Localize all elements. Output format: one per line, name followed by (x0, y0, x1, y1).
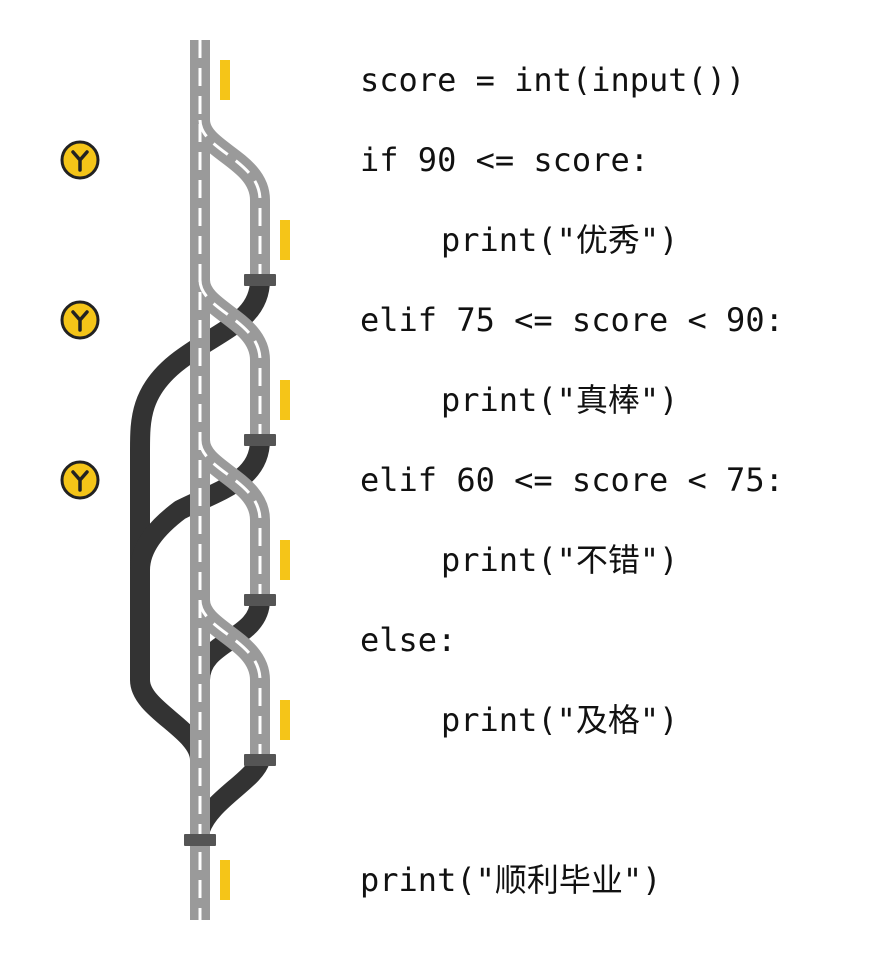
statement-marker-3 (280, 380, 290, 420)
code-line-if: if 90 <= score: (360, 141, 649, 179)
code-line-input: score = int(input()) (360, 61, 746, 99)
code-line-else: else: (360, 621, 457, 659)
statement-marker-1 (220, 60, 230, 100)
junction-plate-3 (244, 594, 276, 606)
code-line-final-print: print("顺利毕业") (360, 861, 662, 899)
statement-marker-5 (280, 700, 290, 740)
branch-fork-icon (60, 460, 100, 500)
statement-marker-2 (280, 220, 290, 260)
code-line-print-3: print("不错") (441, 541, 679, 579)
code-line-print-1: print("优秀") (441, 221, 679, 259)
track-dash-layer (198, 40, 262, 920)
taken-path-branch-2 (130, 439, 270, 571)
code-line-print-2: print("真棒") (441, 381, 679, 419)
junction-plate-1 (244, 274, 276, 286)
side-track-4-dash (198, 599, 262, 760)
side-track-2-dash (198, 279, 262, 440)
code-line-elif-1: elif 75 <= score < 90: (360, 301, 784, 339)
side-track-1-dash (198, 119, 262, 280)
junction-plate-2 (244, 434, 276, 446)
code-line-elif-2: elif 60 <= score < 75: (360, 461, 784, 499)
statement-marker-4 (280, 540, 290, 580)
decoration-layer (60, 60, 290, 900)
statement-marker-6 (220, 860, 230, 900)
branch-fork-icon (60, 140, 100, 180)
code-line-print-4: print("及格") (441, 701, 679, 739)
side-track-3-dash (198, 439, 262, 600)
branch-fork-icon (60, 300, 100, 340)
junction-plate-4 (244, 754, 276, 766)
junction-plate-merge (184, 834, 216, 846)
